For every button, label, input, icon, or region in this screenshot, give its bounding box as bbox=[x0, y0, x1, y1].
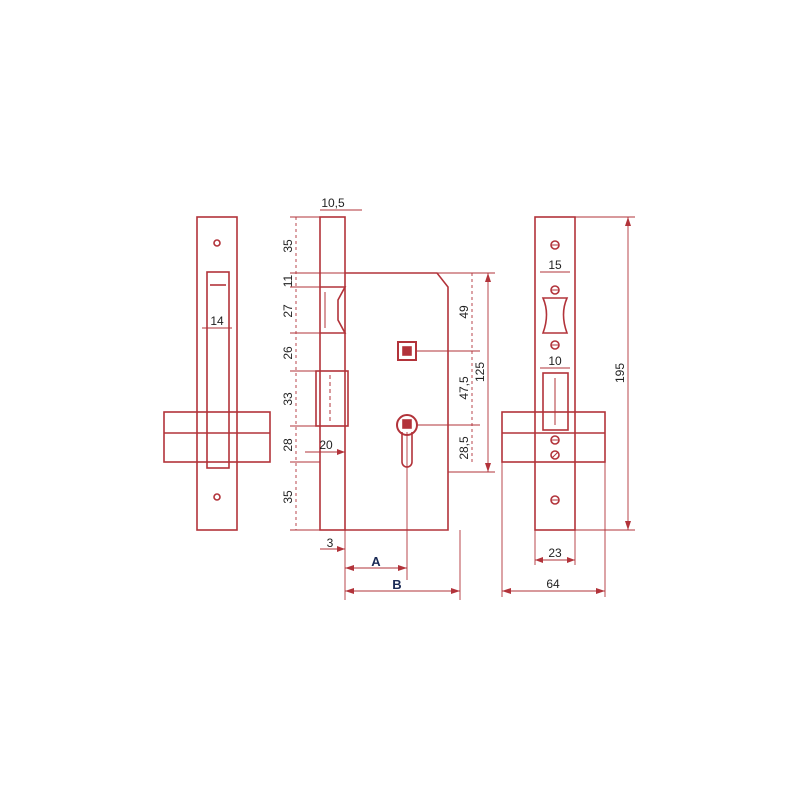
label-33: 33 bbox=[281, 392, 295, 406]
label-20: 20 bbox=[319, 438, 333, 452]
right-faceplate bbox=[534, 216, 576, 531]
latch-roller bbox=[320, 286, 347, 334]
arrow-b-left bbox=[345, 588, 354, 594]
dimension-labels: 10,5 14 35 11 27 26 33 28 35 20 3 A B 49… bbox=[210, 196, 627, 592]
label-125: 125 bbox=[473, 362, 487, 382]
spindle-square bbox=[402, 346, 412, 356]
label-3: 3 bbox=[327, 536, 334, 550]
right-deadbolt-face bbox=[542, 372, 569, 431]
label-28-5: 28,5 bbox=[457, 436, 471, 460]
label-35-bottom: 35 bbox=[281, 490, 295, 504]
label-195: 195 bbox=[613, 363, 627, 383]
label-11: 11 bbox=[281, 274, 295, 287]
middle-faceplate bbox=[319, 216, 346, 531]
label-b: B bbox=[392, 577, 401, 592]
label-a: A bbox=[371, 554, 381, 569]
left-front-view bbox=[163, 216, 271, 531]
middle-side-view bbox=[315, 216, 449, 531]
label-26: 26 bbox=[281, 346, 295, 360]
label-10: 10 bbox=[548, 354, 562, 368]
arrow-3 bbox=[337, 546, 345, 552]
arrow-64-right bbox=[596, 588, 605, 594]
label-35-top: 35 bbox=[281, 239, 295, 253]
label-14: 14 bbox=[210, 314, 224, 328]
arrow-23-left bbox=[535, 557, 543, 563]
label-15: 15 bbox=[548, 258, 562, 272]
left-bolt-projection bbox=[163, 411, 271, 463]
arrow-20 bbox=[337, 449, 345, 455]
right-latch-face bbox=[541, 297, 569, 334]
label-27: 27 bbox=[281, 304, 295, 318]
arrow-125-top bbox=[485, 273, 491, 282]
left-faceplate bbox=[196, 216, 238, 531]
cylinder-cam bbox=[402, 419, 412, 429]
label-28: 28 bbox=[281, 438, 295, 452]
label-47-5: 47,5 bbox=[457, 376, 471, 400]
arrow-195-bottom bbox=[625, 521, 631, 530]
left-bolt-slot bbox=[206, 271, 230, 469]
right-cylinder-screw-2-icon bbox=[550, 450, 560, 460]
arrow-125-bottom bbox=[485, 463, 491, 472]
arrow-a-right bbox=[398, 565, 407, 571]
dimension-lines bbox=[290, 209, 635, 600]
label-10-5: 10,5 bbox=[321, 196, 345, 210]
arrow-b-right bbox=[451, 588, 460, 594]
arrow-23-right bbox=[567, 557, 575, 563]
lock-case bbox=[345, 272, 449, 531]
left-top-screw-icon bbox=[213, 239, 221, 247]
arrow-64-left bbox=[502, 588, 511, 594]
arrowheads bbox=[337, 217, 631, 594]
right-bolt-projection bbox=[501, 411, 606, 463]
label-49: 49 bbox=[457, 305, 471, 319]
left-bottom-screw-icon bbox=[213, 493, 221, 501]
right-cylinder-screw-2-slot bbox=[551, 451, 559, 459]
label-64: 64 bbox=[546, 577, 560, 591]
arrow-195-top bbox=[625, 217, 631, 226]
label-23: 23 bbox=[548, 546, 562, 560]
deadbolt bbox=[315, 370, 349, 427]
right-front-view bbox=[501, 216, 606, 531]
arrow-a-left bbox=[345, 565, 354, 571]
